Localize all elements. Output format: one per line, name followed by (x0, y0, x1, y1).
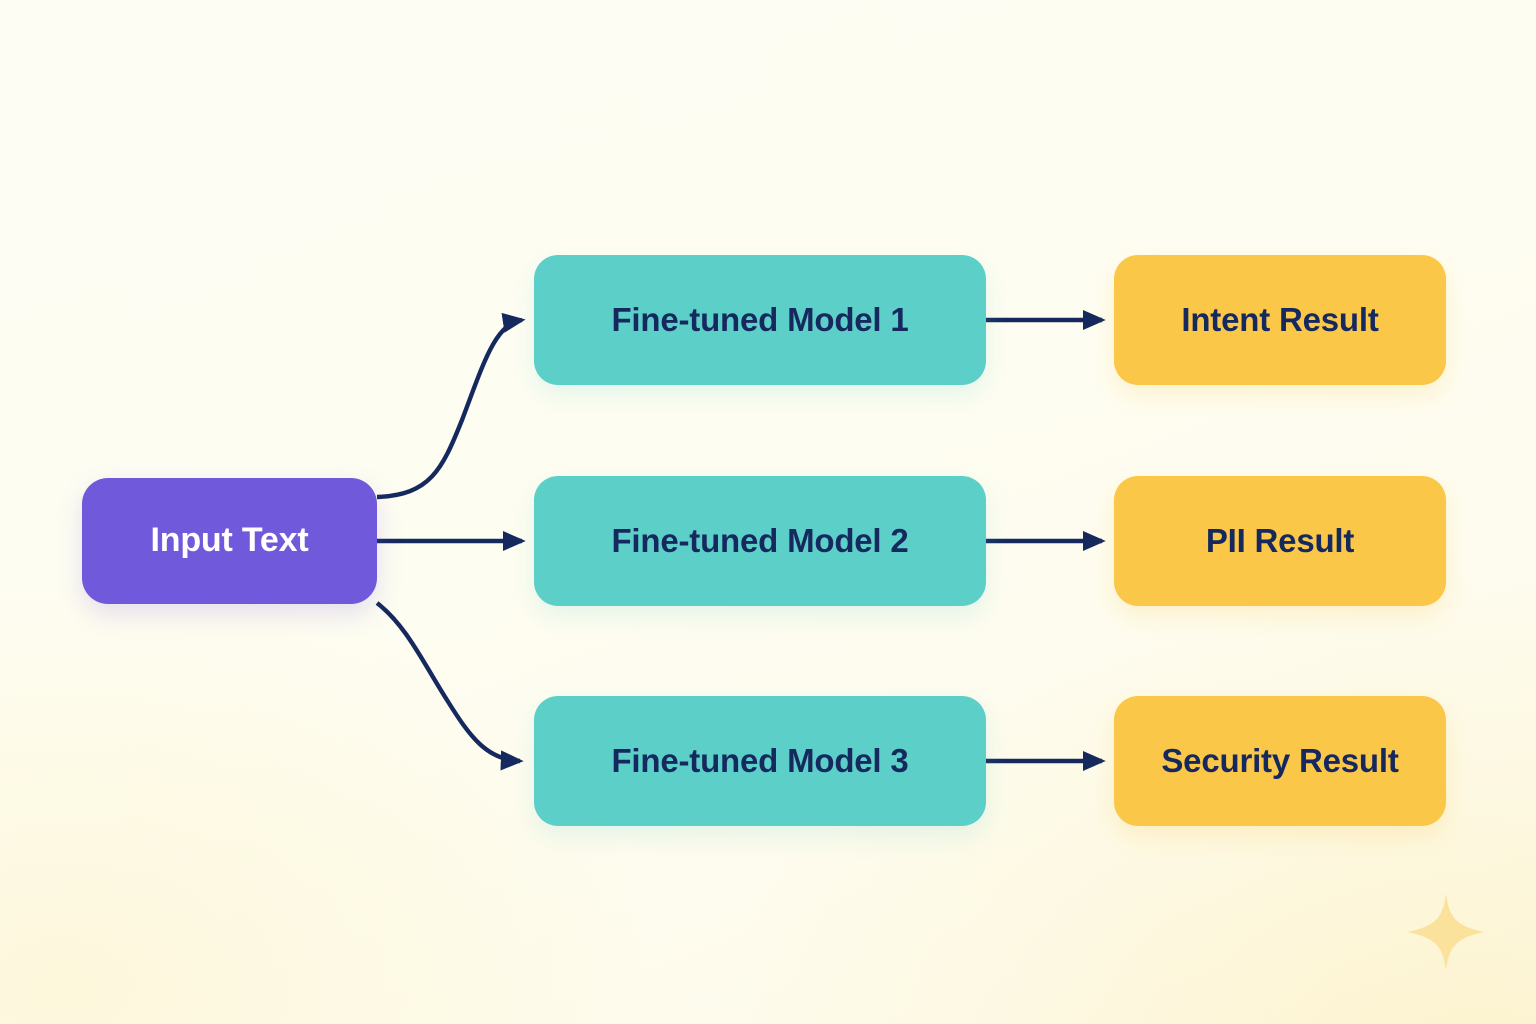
node-fine-tuned-model-3-label: Fine-tuned Model 3 (611, 741, 909, 779)
node-pii-result-label: PII Result (1205, 521, 1355, 559)
node-pii-result[interactable]: PII Result (1114, 476, 1446, 606)
edge-input-to-model-1 (376, 312, 526, 500)
node-input-text[interactable]: Input Text (82, 478, 377, 604)
edge-input-to-model-3 (375, 601, 524, 771)
node-security-result[interactable]: Security Result (1114, 696, 1446, 826)
node-intent-result-label: Intent Result (1181, 300, 1379, 338)
node-fine-tuned-model-2-label: Fine-tuned Model 2 (611, 521, 909, 559)
node-fine-tuned-model-3[interactable]: Fine-tuned Model 3 (534, 696, 986, 826)
node-input-text-label: Input Text (150, 521, 309, 560)
node-fine-tuned-model-1-label: Fine-tuned Model 1 (611, 300, 909, 338)
node-intent-result[interactable]: Intent Result (1114, 255, 1446, 385)
node-fine-tuned-model-2[interactable]: Fine-tuned Model 2 (534, 476, 986, 606)
node-fine-tuned-model-1[interactable]: Fine-tuned Model 1 (534, 255, 986, 385)
node-security-result-label: Security Result (1161, 741, 1399, 779)
